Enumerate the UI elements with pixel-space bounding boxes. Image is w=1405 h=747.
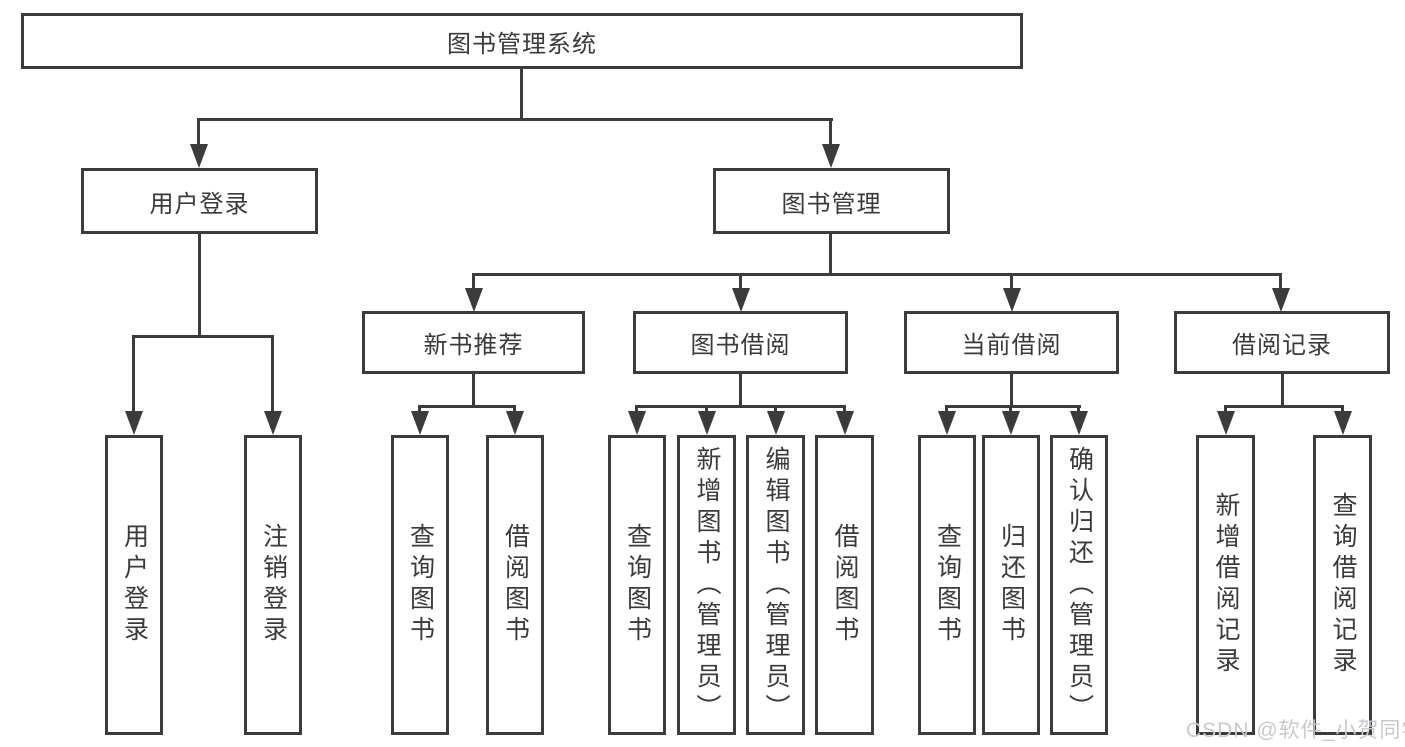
arrowhead-down-icon bbox=[1002, 411, 1020, 435]
arrowhead-down-icon bbox=[264, 411, 282, 435]
leaf-add-borrowing-record: 新增借阅记录 bbox=[1196, 435, 1255, 735]
node-book-management-branch: 图书管理 bbox=[713, 168, 950, 234]
node-borrowing-records: 借阅记录 bbox=[1174, 311, 1390, 374]
connector-line bbox=[739, 273, 742, 289]
arrowhead-down-icon bbox=[1217, 411, 1235, 435]
arrowhead-down-icon bbox=[1334, 411, 1352, 435]
connector-line bbox=[635, 405, 638, 413]
connector-line bbox=[1279, 273, 1282, 289]
leaf-add-borrowing-record-label: 新增借阅记录 bbox=[1212, 492, 1240, 678]
leaf-query-books-recommendation-label: 查询图书 bbox=[406, 523, 435, 647]
connector-line bbox=[1010, 374, 1013, 408]
leaf-edit-books-admin: 编辑图书（管理员） bbox=[746, 435, 805, 735]
connector-line bbox=[843, 405, 846, 413]
arrowhead-down-icon bbox=[506, 411, 524, 435]
connector-line bbox=[197, 118, 200, 146]
leaf-query-books-current-label: 查询图书 bbox=[933, 523, 962, 647]
leaf-query-borrowing-record: 查询借阅记录 bbox=[1313, 435, 1372, 735]
connector-line bbox=[418, 405, 421, 413]
leaf-edit-books-admin-label: 编辑图书（管理员） bbox=[762, 445, 790, 725]
arrowhead-down-icon bbox=[190, 144, 208, 168]
arrowhead-down-icon bbox=[938, 411, 956, 435]
arrowhead-down-icon bbox=[628, 411, 646, 435]
leaf-user-login: 用户登录 bbox=[105, 435, 163, 735]
connector-line bbox=[1010, 273, 1013, 289]
connector-line bbox=[1224, 405, 1344, 408]
leaf-borrow-books: 借阅图书 bbox=[815, 435, 874, 735]
connector-line bbox=[472, 273, 1282, 276]
leaf-query-books-borrowing: 查询图书 bbox=[608, 435, 666, 735]
arrowhead-down-icon bbox=[1272, 288, 1290, 312]
arrowhead-down-icon bbox=[1070, 411, 1088, 435]
connector-line bbox=[705, 405, 708, 413]
leaf-return-books: 归还图书 bbox=[982, 435, 1040, 735]
connector-line bbox=[198, 234, 201, 338]
connector-line bbox=[472, 273, 475, 289]
connector-line bbox=[829, 234, 832, 276]
arrowhead-down-icon bbox=[767, 411, 785, 435]
connector-line bbox=[1077, 405, 1080, 413]
leaf-query-books-current: 查询图书 bbox=[918, 435, 976, 735]
connector-line bbox=[513, 405, 516, 413]
arrowhead-down-icon bbox=[411, 411, 429, 435]
connector-line bbox=[1224, 405, 1227, 413]
node-library-management-system: 图书管理系统 bbox=[21, 13, 1023, 69]
connector-line bbox=[945, 405, 1081, 408]
leaf-query-books-borrowing-label: 查询图书 bbox=[623, 523, 652, 647]
connector-line bbox=[739, 374, 742, 408]
connector-line bbox=[197, 118, 833, 121]
connector-line bbox=[271, 335, 274, 413]
node-new-book-recommendation: 新书推荐 bbox=[362, 311, 585, 374]
leaf-borrow-books-recommendation: 借阅图书 bbox=[486, 435, 544, 735]
leaf-logout: 注销登录 bbox=[244, 435, 302, 735]
connector-line bbox=[774, 405, 777, 413]
csdn-watermark: CSDN @软件_小贺同学 bbox=[1186, 719, 1405, 742]
arrowhead-down-icon bbox=[465, 288, 483, 312]
leaf-borrow-books-label: 借阅图书 bbox=[831, 523, 859, 647]
node-current-borrowing: 当前借阅 bbox=[904, 311, 1119, 374]
arrowhead-down-icon bbox=[1003, 288, 1021, 312]
connector-line bbox=[1341, 405, 1344, 413]
connector-line bbox=[520, 69, 523, 121]
arrowhead-down-icon bbox=[822, 144, 840, 168]
node-book-borrowing: 图书借阅 bbox=[633, 311, 848, 374]
connector-line bbox=[1009, 405, 1012, 413]
connector-line bbox=[472, 374, 475, 408]
arrowhead-down-icon bbox=[732, 288, 750, 312]
connector-line bbox=[829, 118, 832, 146]
leaf-return-books-label: 归还图书 bbox=[997, 523, 1026, 647]
connector-line bbox=[945, 405, 948, 413]
leaf-add-books-admin-label: 新增图书（管理员） bbox=[693, 445, 721, 725]
connector-line bbox=[635, 405, 846, 408]
leaf-query-books-recommendation: 查询图书 bbox=[391, 435, 449, 735]
leaf-add-books-admin: 新增图书（管理员） bbox=[677, 435, 736, 735]
connector-line bbox=[1281, 374, 1284, 408]
leaf-query-borrowing-record-label: 查询借阅记录 bbox=[1329, 492, 1357, 678]
leaf-user-login-label: 用户登录 bbox=[120, 523, 149, 647]
connector-line bbox=[132, 335, 274, 338]
node-user-login-branch: 用户登录 bbox=[81, 168, 318, 234]
connector-line bbox=[132, 335, 135, 413]
leaf-confirm-return-admin: 确认归还（管理员） bbox=[1050, 435, 1108, 735]
leaf-borrow-books-recommendation-label: 借阅图书 bbox=[501, 523, 530, 647]
connector-line bbox=[418, 405, 516, 408]
leaf-logout-label: 注销登录 bbox=[259, 523, 288, 647]
arrowhead-down-icon bbox=[698, 411, 716, 435]
arrowhead-down-icon bbox=[125, 411, 143, 435]
leaf-confirm-return-admin-label: 确认归还（管理员） bbox=[1065, 445, 1094, 725]
arrowhead-down-icon bbox=[836, 411, 854, 435]
